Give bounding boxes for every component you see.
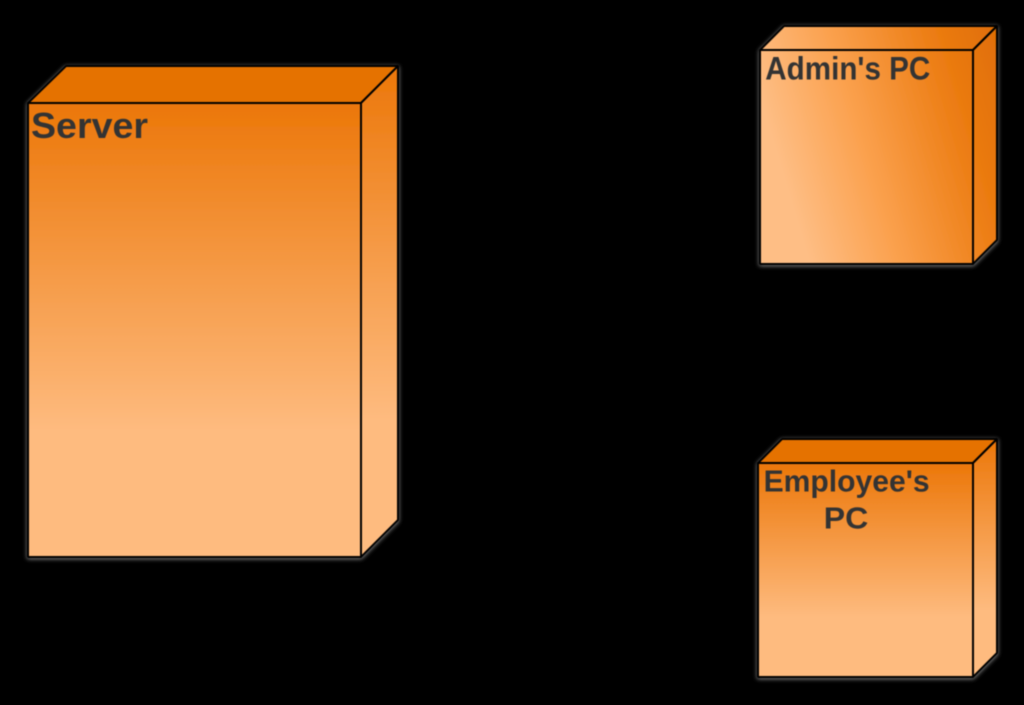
svg-text:Server: Server — [31, 105, 148, 146]
svg-text:PC: PC — [824, 501, 869, 536]
svg-text:Employee's: Employee's — [764, 464, 930, 499]
svg-text:Admin's PC: Admin's PC — [765, 51, 930, 87]
